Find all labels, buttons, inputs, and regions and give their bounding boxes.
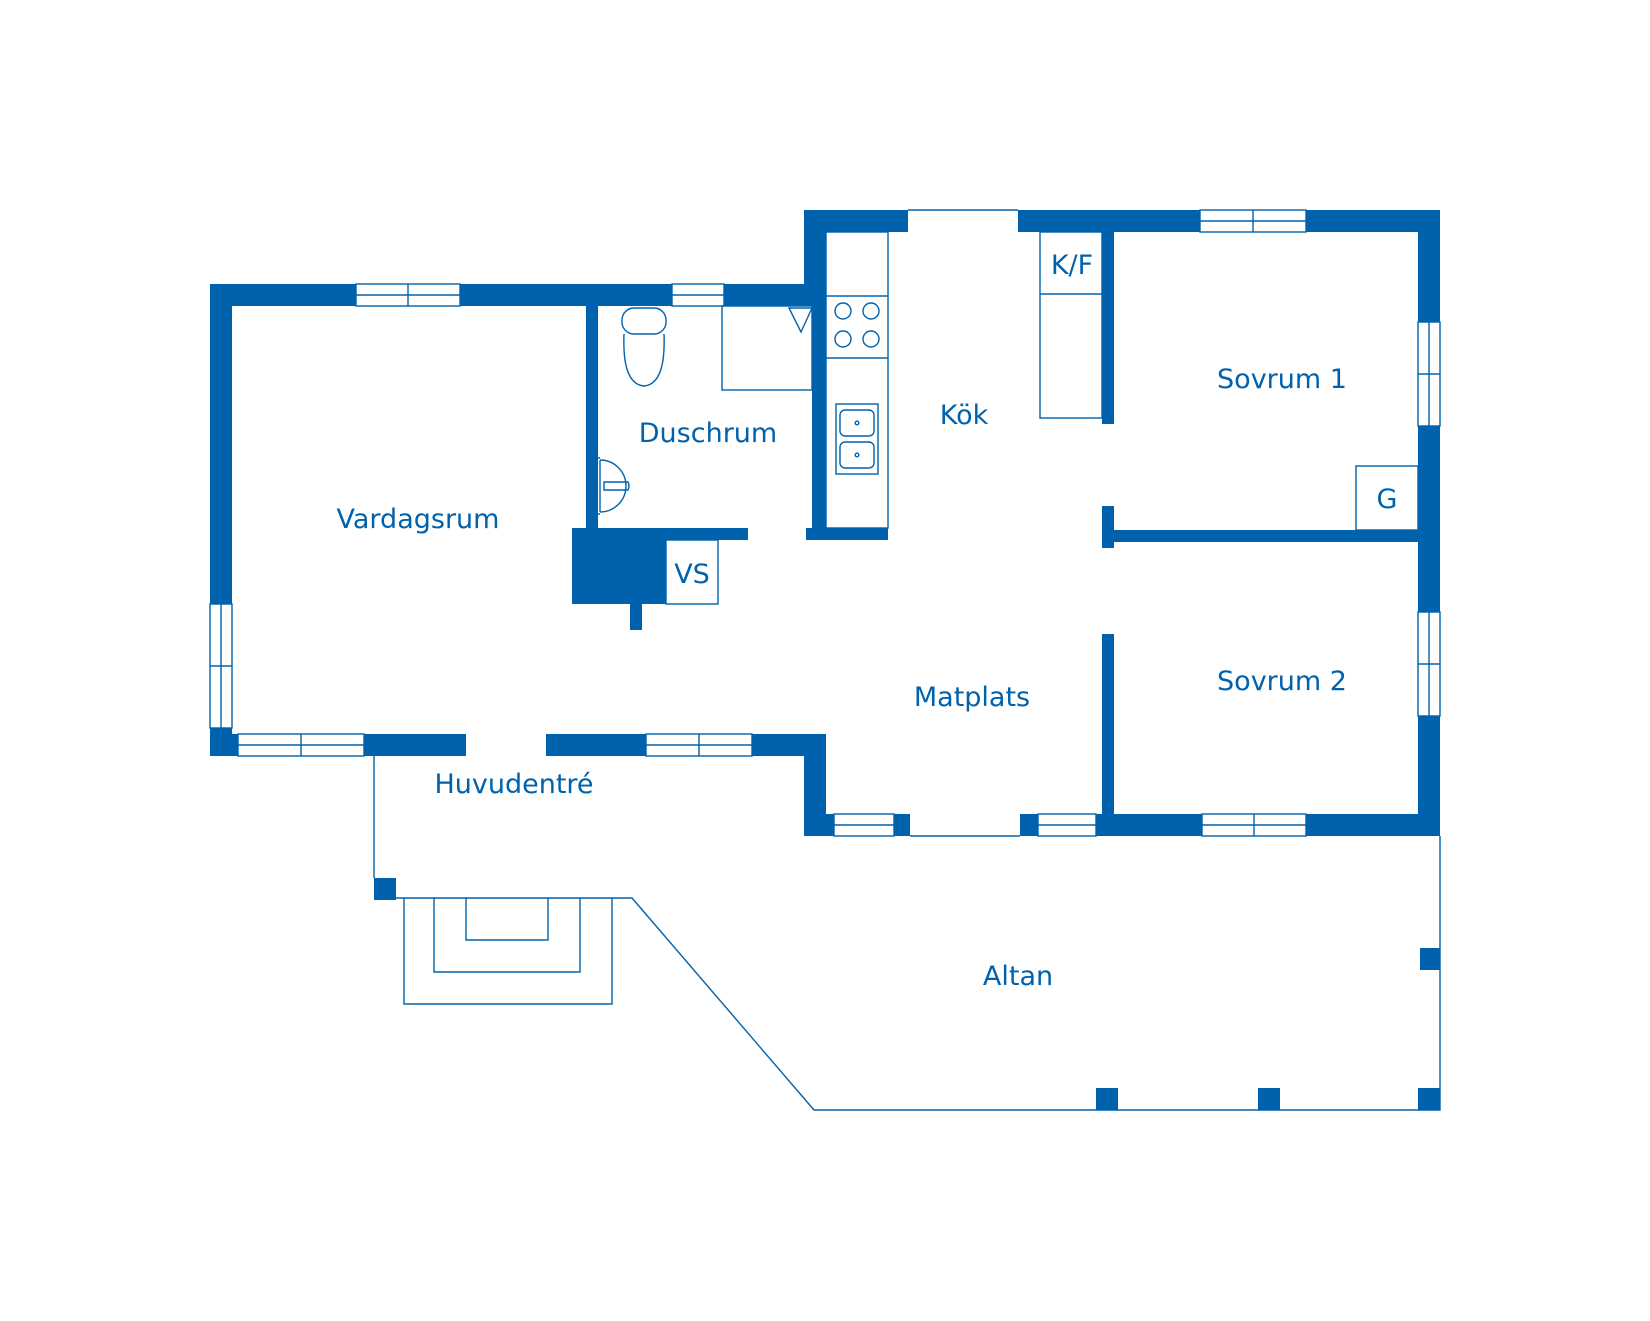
entrance-steps — [403, 898, 613, 1005]
interior-walls — [572, 232, 1418, 814]
room-label-kok: Kök — [940, 400, 989, 431]
room-label-sovrum1: Sovrum 1 — [1217, 364, 1347, 395]
terrace-post — [1418, 1088, 1440, 1110]
window-matplats-bottom-left — [833, 813, 895, 837]
window-vardagsrum-left — [209, 603, 233, 729]
window-duschrum-top — [671, 283, 725, 307]
windows — [209, 209, 1441, 837]
fixtures — [598, 231, 1419, 605]
room-label-huvudentre: Huvudentré — [434, 769, 593, 800]
shower-icon — [721, 305, 814, 391]
window-vardagsrum-bottom-right — [645, 733, 753, 757]
window-sovrum2-bottom — [1201, 813, 1307, 837]
room-label-kf: K/F — [1051, 250, 1093, 281]
room-label-vs: VS — [674, 559, 710, 590]
terrace-post — [1258, 1088, 1280, 1110]
window-sovrum2-right — [1417, 611, 1441, 717]
terrace-post — [1420, 948, 1440, 970]
window-vardagsrum-top — [355, 283, 461, 307]
room-label-altan: Altan — [983, 961, 1053, 992]
window-vardagsrum-bottom — [237, 733, 365, 757]
kitchen-counter — [825, 231, 889, 529]
terrace-post — [1096, 1088, 1118, 1110]
stove-icon — [834, 302, 880, 348]
room-label-vardagsrum: Vardagsrum — [337, 504, 500, 535]
room-label-matplats: Matplats — [914, 682, 1030, 713]
room-label-g: G — [1377, 484, 1398, 515]
toilet-icon — [621, 307, 667, 387]
window-sovrum1-top — [1199, 209, 1307, 233]
window-sovrum1-right — [1417, 321, 1441, 427]
room-labels: Vardagsrum Duschrum VS Kök K/F Sovrum 1 … — [337, 250, 1398, 992]
sink-icon — [835, 403, 879, 475]
window-matplats-bottom-right — [1037, 813, 1097, 837]
wash-basin-icon — [598, 457, 630, 515]
room-label-sovrum2: Sovrum 2 — [1217, 666, 1347, 697]
terrace — [373, 756, 1441, 1111]
room-label-duschrum: Duschrum — [639, 418, 777, 449]
exterior-walls — [210, 210, 1440, 836]
fridge-freezer-icon — [1039, 231, 1103, 419]
vs-box — [665, 539, 719, 605]
wardrobe-box — [1355, 465, 1419, 531]
